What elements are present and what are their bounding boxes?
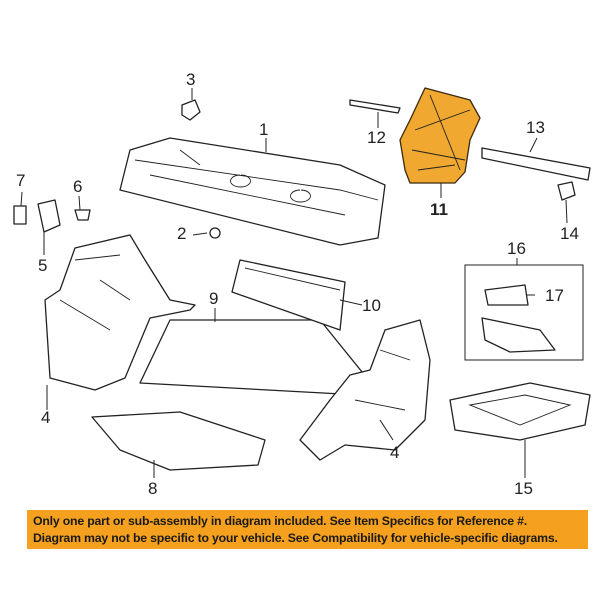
callout-8[interactable]: 8: [148, 479, 157, 498]
part-7-clip[interactable]: [13, 205, 27, 225]
part-1-package-tray[interactable]: [119, 137, 386, 246]
callout-15[interactable]: 15: [514, 479, 533, 498]
part-16-tray[interactable]: [481, 317, 556, 353]
callout-10[interactable]: 10: [362, 296, 381, 315]
leader-lines: [20, 88, 568, 478]
callout-11[interactable]: 11: [430, 200, 448, 219]
part-5-bracket[interactable]: [37, 199, 61, 233]
part-14-nut[interactable]: [557, 181, 576, 201]
part-3-bracket[interactable]: [181, 99, 201, 121]
part-4-right-trim[interactable]: [299, 319, 431, 461]
part-12-jack-handle[interactable]: [349, 99, 401, 114]
part-11-jack[interactable]: [399, 87, 481, 184]
callout-1[interactable]: 1: [259, 120, 268, 139]
callout-14[interactable]: 14: [560, 224, 579, 243]
callout-2[interactable]: 2: [177, 224, 186, 243]
callout-4-left[interactable]: 4: [41, 408, 50, 427]
part-15-spare-tire-tray[interactable]: [449, 382, 591, 441]
disclaimer-line-2: Diagram may not be specific to your vehi…: [33, 531, 558, 545]
callout-16[interactable]: 16: [507, 239, 526, 258]
part-10-sill-panel[interactable]: [231, 259, 346, 331]
callout-12[interactable]: 12: [367, 128, 386, 147]
part-8-panel[interactable]: [91, 411, 266, 471]
part-16-kit-box: [464, 264, 584, 361]
disclaimer-banner: Only one part or sub-assembly in diagram…: [27, 510, 588, 549]
part-9-floor-cover[interactable]: [139, 319, 376, 396]
part-6-bolt[interactable]: [74, 209, 91, 221]
callout-4-right[interactable]: 4: [390, 443, 399, 462]
callout-17[interactable]: 17: [545, 286, 564, 305]
callout-13[interactable]: 13: [526, 118, 545, 137]
callout-9[interactable]: 9: [209, 289, 218, 308]
part-2-clip[interactable]: [209, 227, 221, 239]
callout-5[interactable]: 5: [38, 256, 47, 275]
callout-3[interactable]: 3: [186, 70, 195, 89]
callout-6[interactable]: 6: [73, 177, 82, 196]
callout-7[interactable]: 7: [16, 171, 25, 190]
part-17-holder[interactable]: [484, 284, 529, 306]
part-4-left-trim[interactable]: [44, 234, 196, 391]
part-13-wrench[interactable]: [481, 147, 591, 181]
disclaimer-line-1: Only one part or sub-assembly in diagram…: [33, 514, 527, 528]
